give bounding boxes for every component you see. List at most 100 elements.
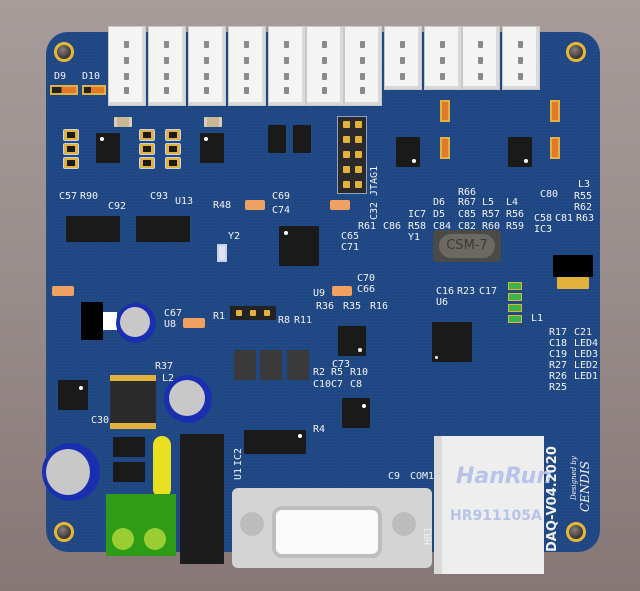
ic-c73-soic [338,326,366,356]
crystal-y2 [217,244,227,262]
diode-orange [550,137,560,159]
tantalum-cap-u8 [183,318,205,328]
silk-led1: LED1 [574,371,599,382]
connector-7[interactable] [344,26,382,106]
silk-l2: L2 [162,373,175,384]
silk-d10: D10 [82,71,101,82]
resistor [139,157,155,169]
db9-shell [272,506,382,558]
ic-opamp-3 [396,137,420,167]
connector-5[interactable] [268,26,306,106]
designer-name: CENDIS [578,460,592,512]
silk-r8: R8 [278,315,291,326]
db9-connector[interactable] [232,488,432,568]
silk-r63: R63 [576,213,595,224]
connector-2[interactable] [148,26,186,106]
diode-orange [440,100,450,122]
silk-y2: Y2 [228,231,241,242]
silk-r55: R55 [574,191,593,202]
optocoupler-1 [234,350,256,380]
silk-r5: R5 [331,367,344,378]
silk-c84: C84 [433,221,452,232]
silk-hr1: HR1 [423,526,434,545]
led-2 [508,293,522,301]
terminal-block[interactable] [106,494,176,556]
module-u1 [180,434,224,564]
silk-c69: C69 [272,191,291,202]
connector-10[interactable] [462,26,500,90]
electrolytic-cap-c61 [164,375,212,423]
tantalum-cap-c74 [245,200,265,210]
silk-r57: R57 [482,209,501,220]
terminal-screw-1[interactable] [112,528,134,550]
silk-ic7: IC7 [408,209,427,220]
silk-u1-ic2: U1 [233,467,244,480]
silk-led2: LED2 [574,360,599,371]
regulator-left-tab [103,312,117,330]
silk-l4: L4 [506,197,519,208]
connector-3[interactable] [188,26,226,106]
silk-c17: C17 [479,286,498,297]
silk-ic3: IC3 [534,224,553,235]
connector-11[interactable] [502,26,540,90]
silk-c66: C66 [357,284,376,295]
diode-orange [440,137,450,159]
silk-l5: L5 [482,197,495,208]
resistor [63,129,79,141]
electrolytic-cap-bottom-left [42,443,100,501]
silk-c71: C71 [341,242,360,253]
resistor [165,143,181,155]
silk-r61: R61 [358,221,377,232]
silk-r48: R48 [213,200,232,211]
resistor [63,157,79,169]
jtag-header[interactable] [337,116,367,194]
silk-l3: L3 [578,179,591,190]
silk-r66: R66 [458,187,477,198]
silk-r35: R35 [343,301,362,312]
resistor [139,143,155,155]
silk-ic2: IC2 [233,447,244,466]
silk-c38: C30 [91,415,110,426]
ic-soic-left [66,216,120,242]
silk-u4: C9 [388,471,401,482]
led-4 [508,315,522,323]
header-p4[interactable] [230,306,276,320]
led-1 [508,282,522,290]
diode-orange [550,100,560,122]
silk-r37: R37 [155,361,174,372]
silk-r27: R27 [549,360,568,371]
diode-d10 [82,85,106,95]
silk-r4: R4 [313,424,326,435]
silk-c65: C65 [341,231,360,242]
silk-r10: R10 [350,367,369,378]
silk-r16: R16 [370,301,389,312]
inductor-l2 [110,375,156,429]
tantalum-cap-c54 [52,286,74,296]
connector-8[interactable] [384,26,422,90]
ethernet-jack-hr1[interactable]: HanRun HR911105A [434,436,552,574]
silk-r60: R60 [482,221,501,232]
silk-c8: C8 [350,379,363,390]
silk-c19: C19 [549,349,568,360]
silk-u13: U13 [175,196,194,207]
resistor [139,129,155,141]
silk-d9: D9 [54,71,67,82]
ic-opamp-1 [96,133,120,163]
silk-l1: L1 [531,313,544,324]
ic-msop-1 [268,125,286,153]
connector-4[interactable] [228,26,266,106]
diode-smd-1 [113,437,145,457]
ic-ethernet-u6 [432,322,472,362]
silk-c81: C81 [555,213,574,224]
silk-r11: R11 [294,315,313,326]
silk-d6: D6 [433,197,446,208]
connector-1[interactable] [108,26,146,106]
capacitor [204,117,222,127]
terminal-screw-2[interactable] [144,528,166,550]
silk-c58: C58 [534,213,553,224]
regulator-left [81,302,103,340]
ic-mcu-u9 [279,226,319,266]
connector-9[interactable] [424,26,462,90]
connector-6[interactable] [306,26,344,106]
silk-d5: D5 [433,209,446,220]
